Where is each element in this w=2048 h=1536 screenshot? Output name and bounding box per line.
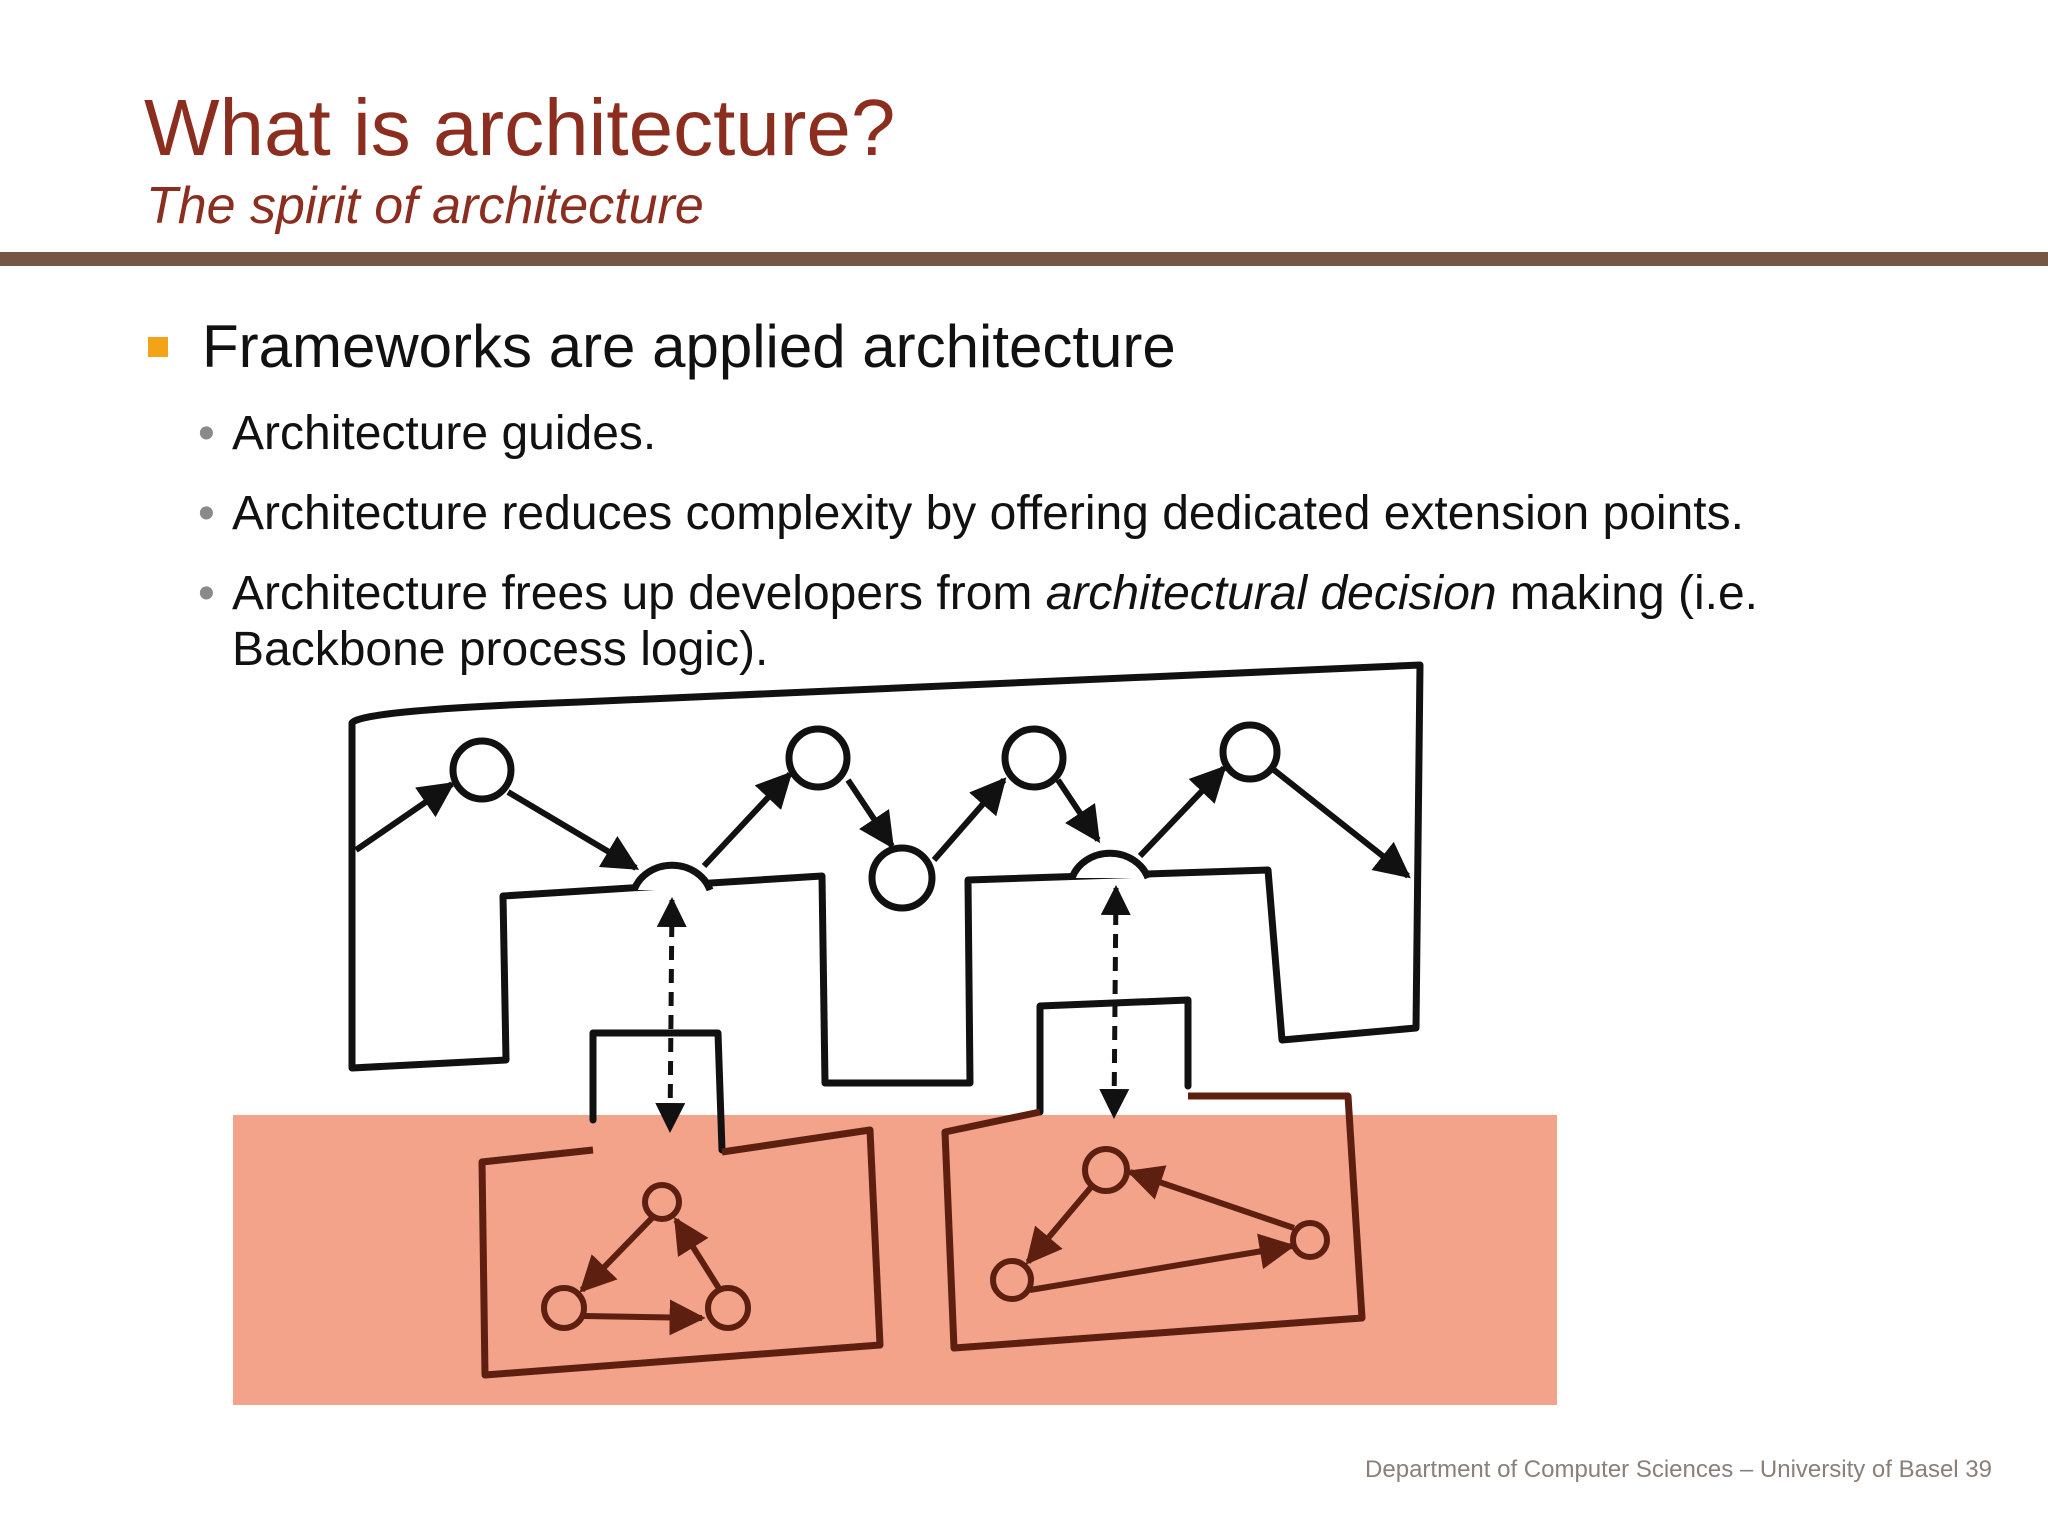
sub-bullet-1-text: Architecture guides.	[232, 407, 657, 460]
plugin-nodes	[541, 1146, 1330, 1331]
sub-bullet-2: • Architecture reduces complexity by offe…	[198, 486, 1744, 542]
dot-bullet-icon: •	[198, 487, 215, 540]
backbone-nodes	[449, 721, 1281, 912]
sub-bullet-1: • Architecture guides.	[198, 406, 656, 462]
plugin-arrows	[579, 1165, 1296, 1336]
sub-bullet-3: • Architecture frees up developers from a…	[198, 566, 1758, 678]
title-divider	[0, 252, 2048, 266]
sub-bullet-3-line2: Backbone process logic).	[232, 623, 769, 676]
bullet-main-text: Frameworks are applied architecture	[202, 313, 1176, 380]
slide-title: What is architecture?	[144, 83, 896, 172]
bullet-main: Frameworks are applied architecture	[148, 312, 1176, 381]
plugin-boxes	[478, 1092, 1366, 1379]
highlight-band	[233, 1115, 1557, 1405]
sub-bullet-3-italic: architectural decision	[1045, 567, 1497, 620]
dot-bullet-icon: •	[198, 407, 215, 460]
hook-connections	[655, 885, 1131, 1133]
sub-bullet-3-text-a: Architecture frees up developers from	[232, 567, 1046, 620]
sub-bullet-3-text-b: making (i.e.	[1496, 567, 1759, 620]
sub-bullet-2-text: Architecture reduces complexity by offer…	[232, 487, 1744, 540]
slide-subtitle: The spirit of architecture	[146, 177, 704, 235]
slide-footer: Department of Computer Sciences – Univer…	[1365, 1456, 1992, 1483]
dot-bullet-icon: •	[198, 567, 215, 620]
backbone-arrows	[354, 765, 1411, 879]
square-bullet-icon	[148, 336, 168, 357]
